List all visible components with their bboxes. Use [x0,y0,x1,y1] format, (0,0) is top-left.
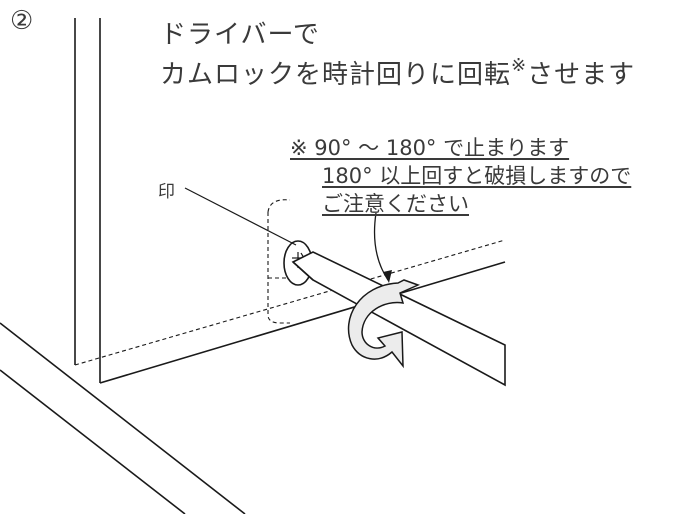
note-leader-arrowhead-icon [383,270,392,283]
screwdriver [291,251,506,387]
step-number: ② [10,6,34,36]
instruction-line-2: カムロックを時計回りに回転※させます [160,54,635,91]
instruction-line-2-tail: させます [527,60,636,90]
caution-note-line-3: ご注意ください [322,192,469,216]
caution-note-line-2: 180° 以上回すと破損しますので [322,164,632,188]
mark-label: 印 [158,182,175,202]
mark-leader-line [184,187,297,246]
caution-note-line-1: ※ 90° ～ 180° で止まります [290,136,570,160]
bottom-board [0,261,506,514]
side-panel [74,18,101,383]
instruction-line-1: ドライバーで [160,20,320,50]
instruction-line-2-text: カムロックを時計回りに回転 [160,60,512,90]
rotation-arrow-icon [347,279,421,369]
note-leader-line [373,212,389,281]
reference-mark: ※ [511,55,528,76]
hidden-edges [74,199,506,366]
